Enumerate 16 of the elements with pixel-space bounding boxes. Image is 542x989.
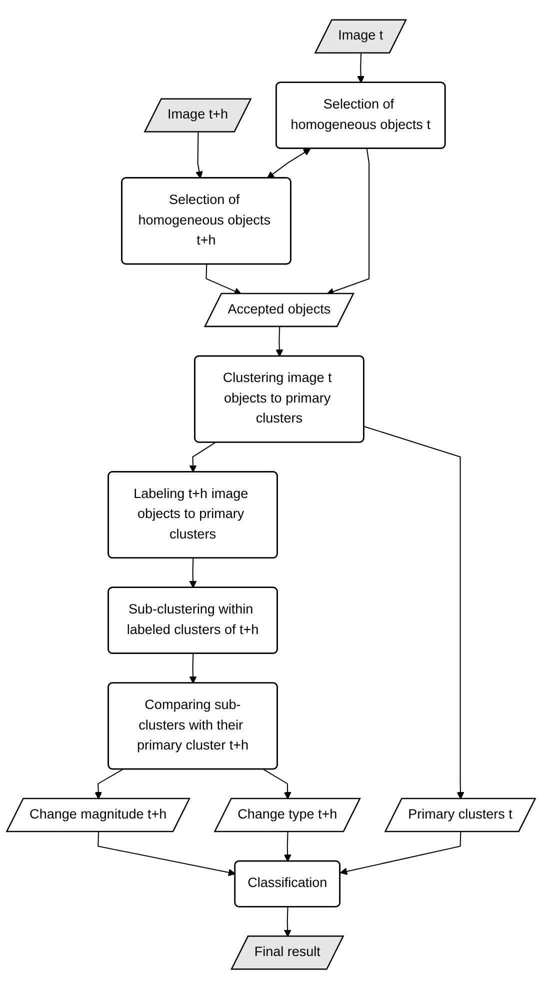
arrow [189, 654, 197, 684]
arrow [94, 768, 123, 800]
arrow [98, 832, 236, 876]
arrow [189, 558, 197, 588]
arrow [284, 907, 292, 937]
arrow [326, 148, 370, 296]
arrow [276, 326, 284, 357]
arrow [364, 426, 464, 800]
arrow [340, 832, 462, 875]
arrow [196, 132, 203, 179]
arrow [357, 53, 365, 84]
arrow [189, 442, 216, 472]
arrow [284, 832, 292, 862]
arrow [263, 768, 292, 800]
arrow [266, 148, 311, 179]
arrow [206, 264, 242, 295]
